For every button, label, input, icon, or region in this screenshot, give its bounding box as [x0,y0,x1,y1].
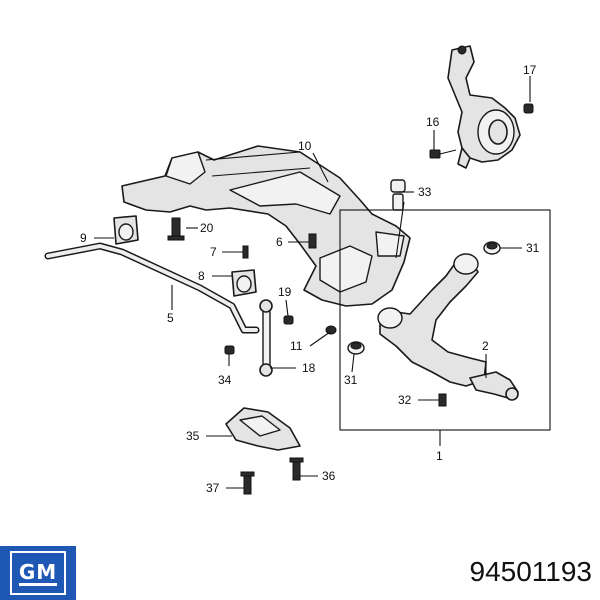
callout-35: 35 [186,429,200,443]
callout-33: 33 [418,185,432,199]
gm-logo: GM [0,546,76,600]
callout-1: 1 [436,449,443,463]
callout-6: 6 [276,235,283,249]
callout-18: 18 [302,361,316,375]
bolt-20 [167,217,185,241]
callout-31-top: 31 [526,241,540,255]
callout-36: 36 [322,469,336,483]
bolt-36 [289,457,304,481]
gm-logo-frame: GM [10,551,66,595]
callout-10: 10 [298,139,312,153]
callout-37: 37 [206,481,220,495]
bushing-31-top [483,241,501,255]
callout-34: 34 [218,373,232,387]
steering-knuckle [447,45,521,169]
gm-logo-text: GM [18,559,58,586]
lower-control-arm [377,253,487,387]
callout-numbers: 10 17 16 33 20 9 7 8 6 5 19 11 18 34 31 … [80,63,540,495]
part-number: 94501193 [469,556,593,587]
bolt-37 [240,471,255,495]
callout-11: 11 [290,339,303,353]
nut-11 [325,325,337,335]
bolt-6 [308,233,317,249]
callout-5: 5 [167,311,174,325]
bushing-9 [113,215,139,245]
callout-31-bottom: 31 [344,373,358,387]
callout-16: 16 [426,115,440,129]
ball-joint-2 [469,371,519,401]
callout-8: 8 [198,269,205,283]
callout-7: 7 [210,245,217,259]
leader-lines [94,76,531,489]
stabilizer-link [259,299,273,377]
stabilizer-bar [44,242,260,334]
callout-17: 17 [523,63,537,77]
callout-9: 9 [80,231,87,245]
callout-19: 19 [278,285,292,299]
bushing-33 [390,179,406,211]
callout-32: 32 [398,393,412,407]
bolt-32 [438,393,447,407]
bracket-35 [225,407,301,451]
nut-19 [283,315,294,325]
bolt-7 [242,245,249,259]
bolt-16 [429,149,457,159]
callout-2: 2 [482,339,489,353]
bushing-8 [231,269,257,297]
nut-17 [523,103,534,114]
bushing-31-bottom [347,341,365,355]
control-arm-frame [339,209,551,431]
subframe-crossmember [121,145,411,307]
nut-34 [224,345,235,355]
callout-20: 20 [200,221,214,235]
